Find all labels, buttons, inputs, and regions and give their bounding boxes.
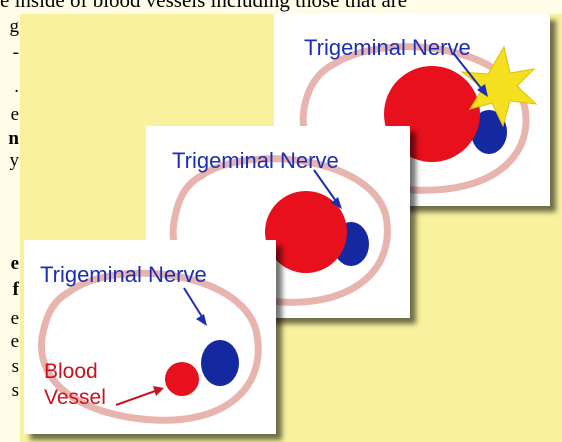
vessel-arrowhead xyxy=(153,386,164,396)
diagram-panel: Trigeminal Nerve Trigeminal Nerve Trigem… xyxy=(20,14,562,442)
trigeminal-nerve-label: Trigeminal Nerve xyxy=(172,148,339,174)
nerve-arrow xyxy=(184,288,204,320)
vessel-arrow xyxy=(116,390,158,405)
side-text-fragment: s xyxy=(12,381,19,401)
blood-vessel-label: Blood Vessel xyxy=(44,359,104,411)
stage-1-card: Trigeminal Nerve Blood Vessel xyxy=(24,240,276,434)
side-text-fragment: e xyxy=(11,105,19,125)
side-text-fragment: - xyxy=(13,43,19,63)
trigeminal-nerve-shape xyxy=(201,340,239,386)
blood-vessel-shape xyxy=(165,362,199,396)
side-text-fragment: e xyxy=(11,254,19,274)
nerve-arrowhead xyxy=(196,314,207,326)
trigeminal-nerve-label: Trigeminal Nerve xyxy=(40,262,207,288)
side-text-column: g - . e n y e f e e s s xyxy=(0,14,20,442)
side-text-fragment: s xyxy=(12,357,19,377)
caption-top: e inside of blood vessels including thos… xyxy=(0,0,562,14)
side-text-fragment: g xyxy=(10,17,20,37)
side-text-fragment: e xyxy=(11,332,19,352)
caption-top-text: e inside of blood vessels including thos… xyxy=(0,0,407,13)
trigeminal-nerve-label: Trigeminal Nerve xyxy=(304,35,471,61)
side-text-fragment: f xyxy=(13,280,19,300)
side-text-fragment: n xyxy=(8,129,19,149)
side-text-fragment: y xyxy=(10,151,20,171)
side-text-fragment: . xyxy=(14,77,19,97)
side-text-fragment: e xyxy=(11,309,19,329)
